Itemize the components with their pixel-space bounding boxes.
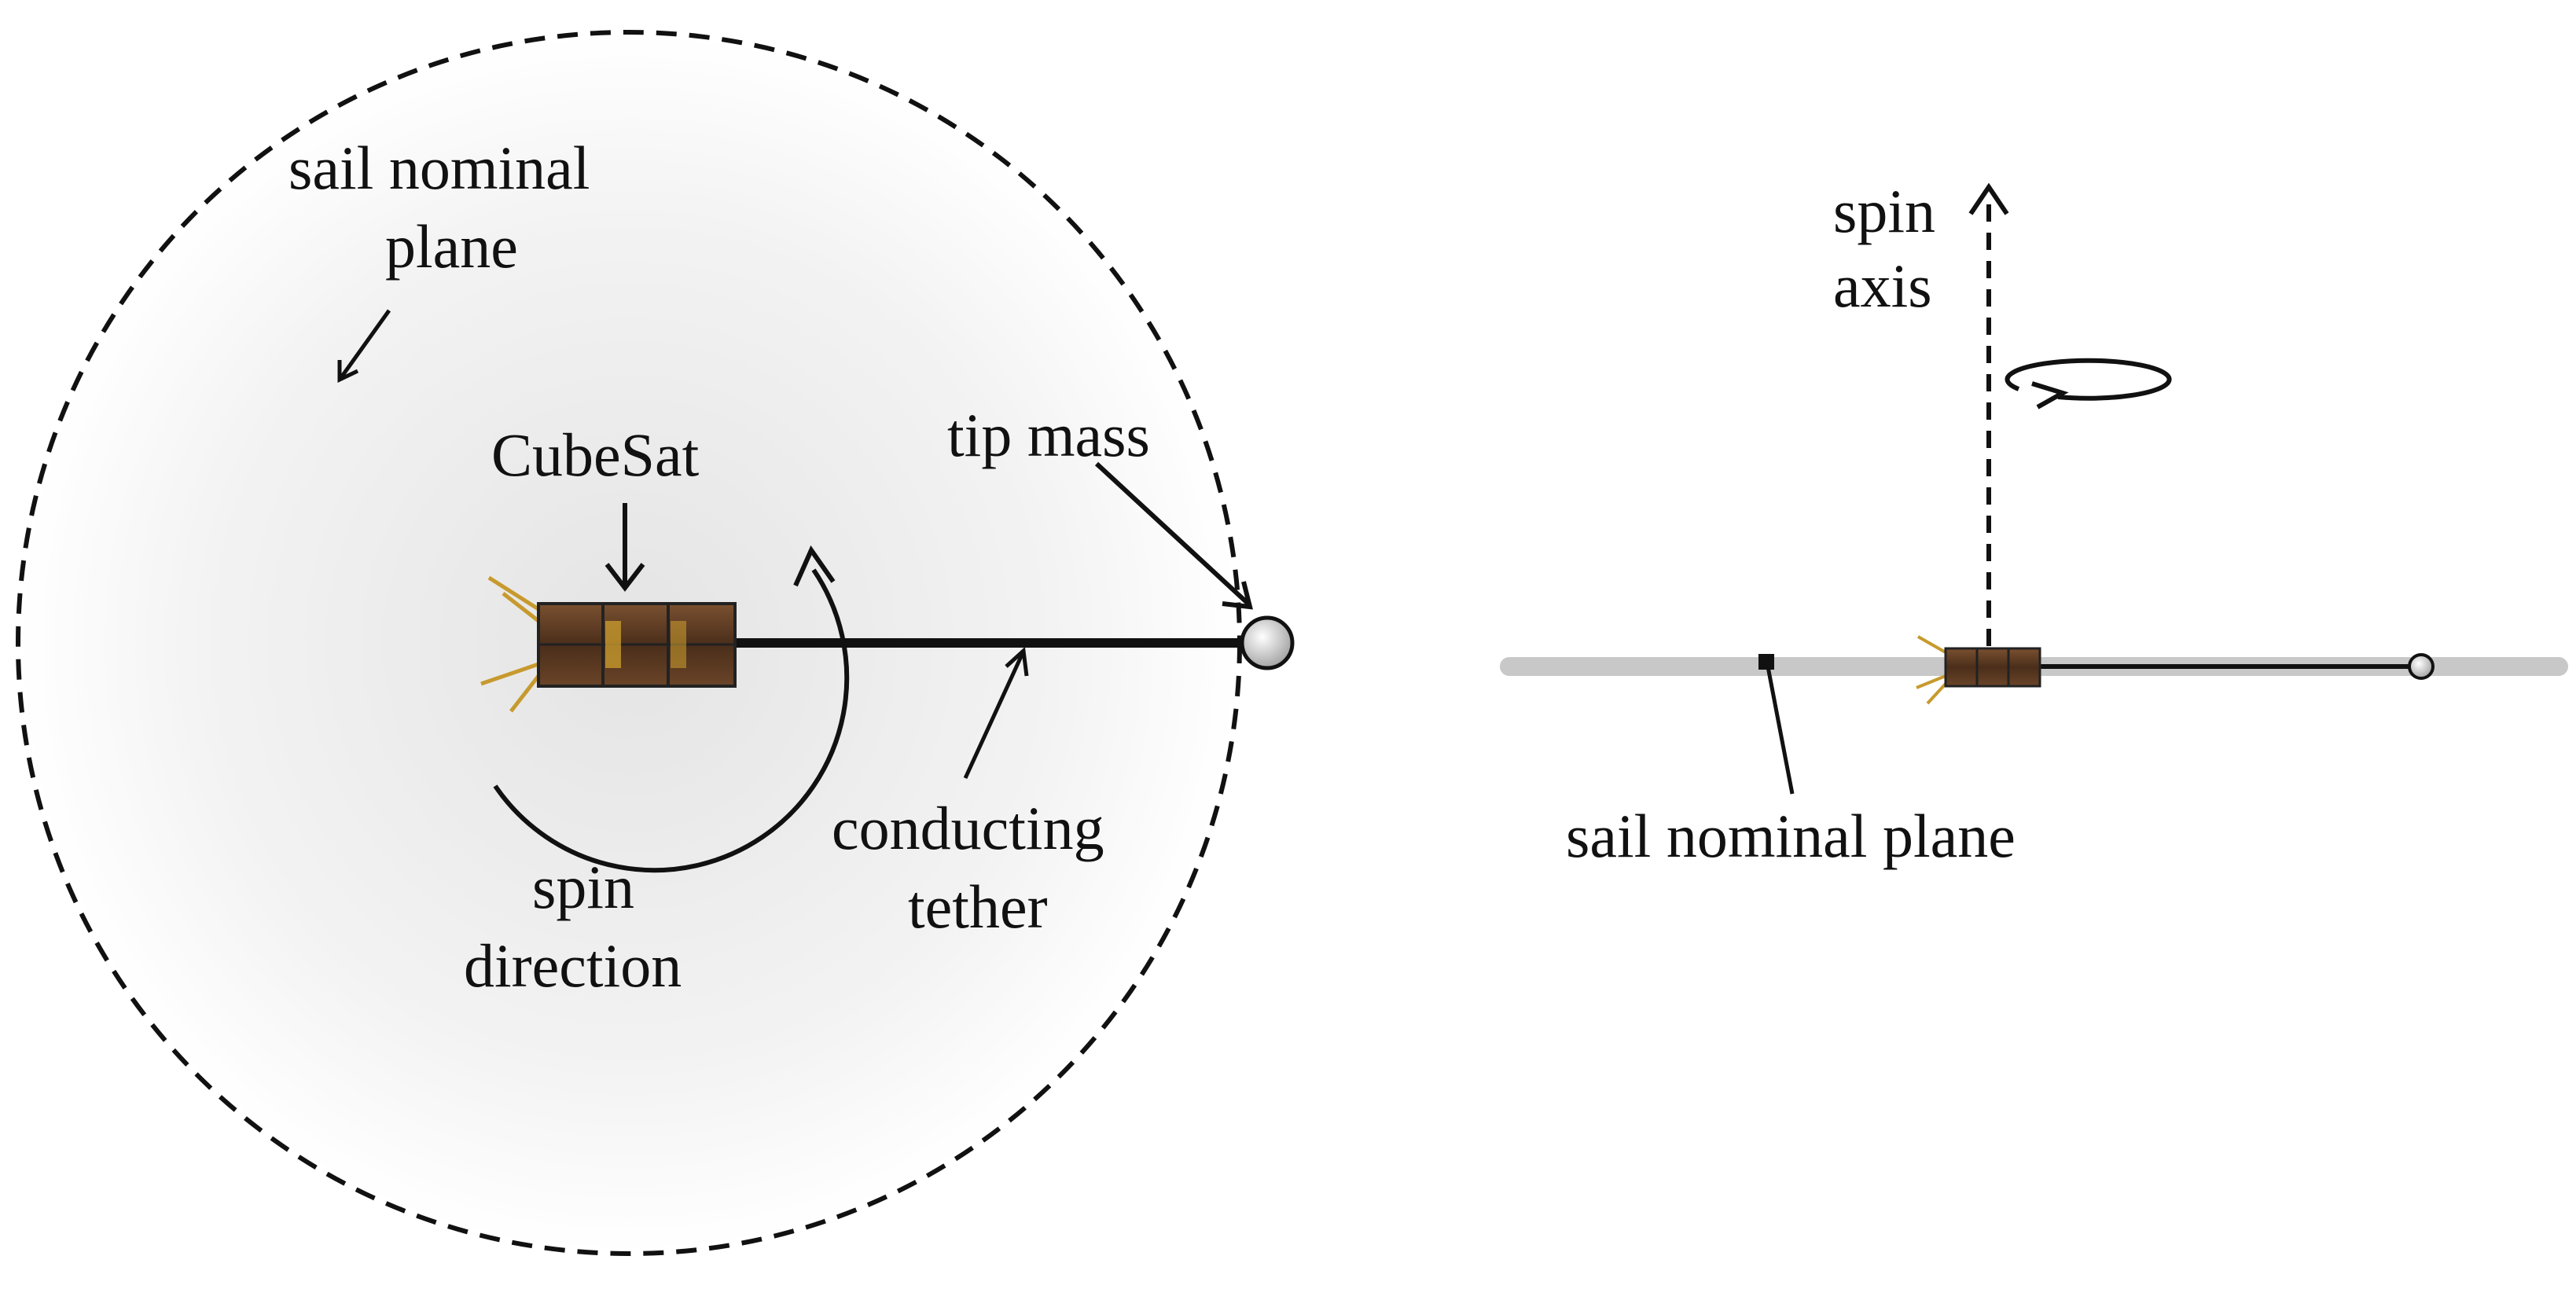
plane-label-pointer — [1765, 662, 1795, 795]
sail-label-line1: sail nominal — [288, 134, 590, 202]
tip-mass-label: tip mass — [947, 401, 1150, 469]
spin-direction-arrowhead — [793, 545, 836, 587]
spin-axis-label-line2: axis — [1833, 252, 1932, 320]
side-tip-mass — [2408, 653, 2435, 680]
spin-axis-label-line1: spin — [1833, 177, 1935, 245]
spin-direction-arc — [493, 568, 850, 873]
tether-arrow — [963, 646, 1029, 780]
tip-mass — [1240, 615, 1295, 670]
sail-label-line2: plane — [385, 212, 518, 281]
cubesat-antennas — [480, 575, 540, 713]
tether-label-line2: tether — [908, 872, 1048, 941]
spin-rotation-arrowhead — [2031, 381, 2069, 409]
plane-pointer-marker — [1758, 654, 1774, 670]
spin-axis-arrowhead — [1968, 182, 2009, 215]
side-cubesat-antennas — [1916, 635, 1947, 705]
tip-mass-arrow — [1094, 461, 1253, 610]
left-view: sail nominal plane CubeSat tip mass cond… — [16, 30, 1295, 1256]
spin-rotation-ellipse — [2005, 358, 2172, 401]
side-cubesat-body — [1944, 647, 2041, 688]
plane-label: sail nominal plane — [1566, 802, 2016, 870]
tether-label-line1: conducting — [832, 794, 1104, 862]
spin-label-line1: spin — [532, 853, 634, 921]
cubesat-arrow — [604, 503, 645, 592]
cubesat-body — [537, 602, 737, 688]
cubesat-label: CubeSat — [491, 420, 700, 489]
spin-label-line2: direction — [464, 931, 682, 1000]
right-view: spin axis sail nominal plane — [1500, 177, 2568, 870]
sail-label-arrow — [337, 309, 391, 383]
